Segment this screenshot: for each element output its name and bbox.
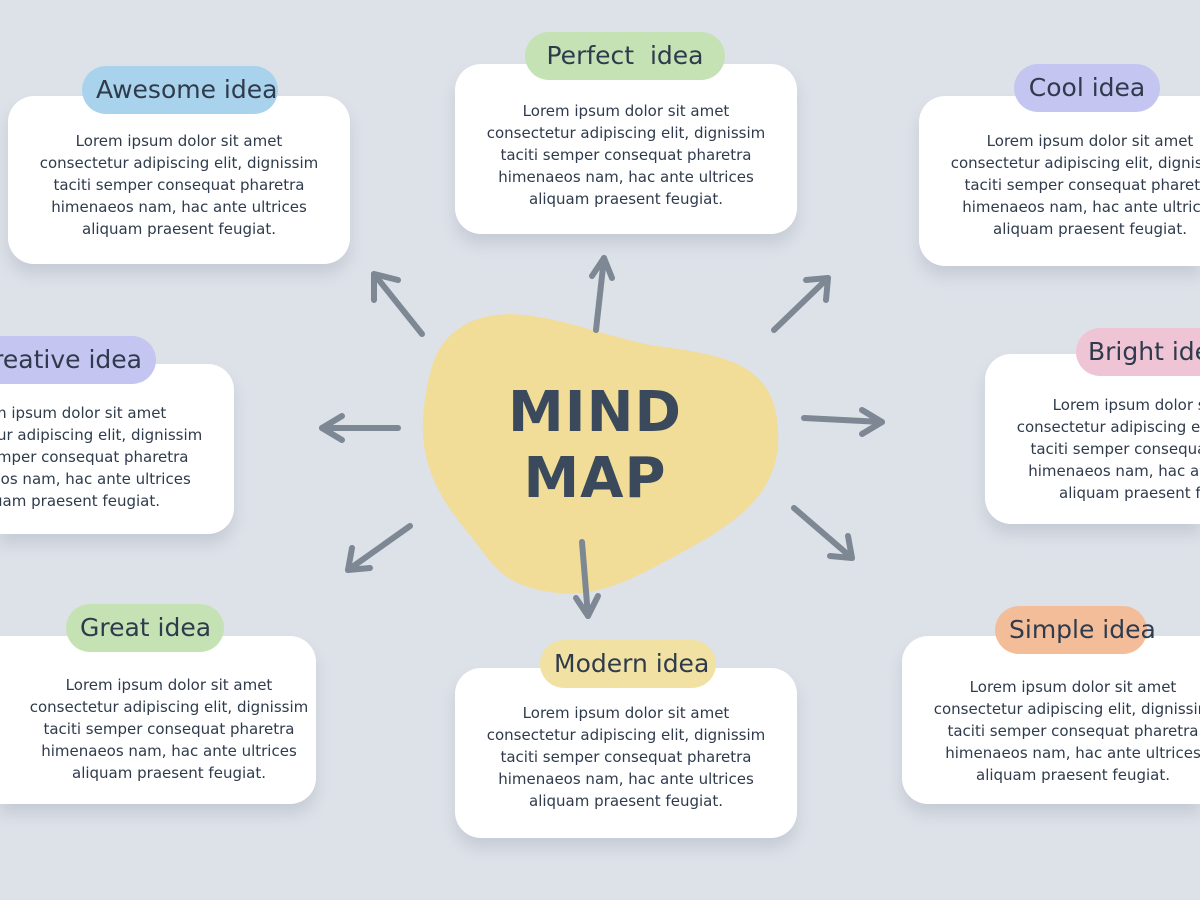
arrow-to-creative — [319, 413, 401, 443]
idea-label-simple: Simple idea — [995, 606, 1156, 654]
idea-label-great: Great idea — [66, 604, 224, 652]
idea-card-modern-text: Lorem ipsum dolor sit amet consectetur a… — [486, 704, 766, 810]
idea-card-awesome-text: Lorem ipsum dolor sit amet consectetur a… — [39, 132, 319, 238]
idea-card-creative-text: Lorem ipsum dolor sit amet consectetur a… — [0, 404, 203, 510]
idea-card-awesome: Lorem ipsum dolor sit amet consectetur a… — [8, 96, 350, 264]
idea-card-simple-text: Lorem ipsum dolor sit amet consectetur a… — [933, 678, 1200, 784]
center-title-line2: MAP — [523, 446, 667, 511]
arrow-to-bright — [801, 407, 885, 437]
arrow-to-simple — [791, 505, 855, 561]
idea-card-bright-text: Lorem ipsum dolor sit amet consectetur a… — [1016, 396, 1200, 502]
center-blob-shape — [422, 314, 779, 594]
idea-label-creative-text: Creative idea — [0, 345, 142, 374]
idea-card-perfect-text: Lorem ipsum dolor sit amet consectetur a… — [486, 102, 766, 208]
idea-card-modern: Lorem ipsum dolor sit amet consectetur a… — [455, 668, 797, 838]
idea-card-simple: Lorem ipsum dolor sit amet consectetur a… — [902, 636, 1200, 804]
arrow-to-awesome — [371, 271, 425, 337]
idea-card-perfect: Lorem ipsum dolor sit amet consectetur a… — [455, 64, 797, 234]
idea-card-great-text: Lorem ipsum dolor sit amet consectetur a… — [29, 676, 309, 782]
idea-card-cool-text: Lorem ipsum dolor sit amet consectetur a… — [950, 132, 1200, 238]
idea-label-bright: Bright idea — [1076, 328, 1200, 376]
idea-card-great: Lorem ipsum dolor sit amet consectetur a… — [0, 636, 316, 804]
arrow-to-cool — [771, 275, 831, 333]
arrow-to-modern — [573, 539, 601, 619]
center-title-line1: MIND — [508, 380, 682, 445]
center-title: MIND MAP — [470, 380, 720, 512]
idea-label-bright-text: Bright idea — [1088, 337, 1200, 366]
idea-label-perfect: Perfect idea — [525, 32, 725, 80]
idea-label-cool: Cool idea — [1014, 64, 1160, 112]
idea-label-awesome: Awesome idea — [82, 66, 278, 114]
idea-label-modern: Modern idea — [540, 640, 716, 688]
arrow-to-great — [345, 523, 413, 573]
idea-label-creative: Creative idea — [0, 336, 156, 384]
idea-card-cool: Lorem ipsum dolor sit amet consectetur a… — [919, 96, 1200, 266]
arrow-to-perfect — [589, 255, 615, 333]
idea-card-creative: Lorem ipsum dolor sit amet consectetur a… — [0, 364, 234, 534]
idea-card-bright: Lorem ipsum dolor sit amet consectetur a… — [985, 354, 1200, 524]
